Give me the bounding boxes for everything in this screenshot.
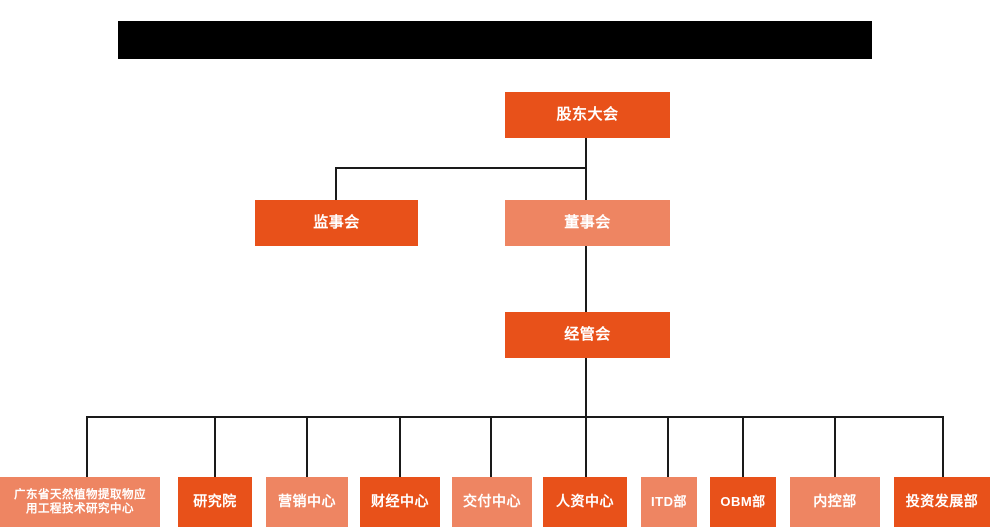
node-dept-institute[interactable]: 研究院 <box>178 477 252 527</box>
node-label: 内控部 <box>813 493 857 510</box>
node-label: 人资中心 <box>556 493 614 510</box>
connector-drop-dept-5 <box>490 416 492 477</box>
node-label: 投资发展部 <box>905 493 979 510</box>
node-label: 经管会 <box>564 325 611 343</box>
connector-shareholders-stem <box>585 138 587 246</box>
node-shareholders-meeting[interactable]: 股东大会 <box>505 92 670 138</box>
connector-drop-dept-10 <box>942 416 944 477</box>
node-label: ITD部 <box>651 493 687 509</box>
connector-departments-bus <box>86 416 944 418</box>
node-management-committee[interactable]: 经管会 <box>505 312 670 358</box>
node-label: 广东省天然植物提取物应 用工程技术研究中心 <box>14 488 146 515</box>
connector-drop-dept-3 <box>306 416 308 477</box>
node-dept-delivery-center[interactable]: 交付中心 <box>452 477 532 527</box>
node-dept-obm[interactable]: OBM部 <box>710 477 776 527</box>
node-dept-internal-control[interactable]: 内控部 <box>790 477 880 527</box>
node-dept-marketing-center[interactable]: 营销中心 <box>266 477 348 527</box>
node-dept-finance-center[interactable]: 财经中心 <box>360 477 440 527</box>
node-dept-itd[interactable]: ITD部 <box>641 477 697 527</box>
node-board-of-supervisors[interactable]: 监事会 <box>255 200 418 246</box>
redacted-title-bar <box>118 21 872 59</box>
connector-drop-dept-9 <box>834 416 836 477</box>
node-dept-research-center[interactable]: 广东省天然植物提取物应 用工程技术研究中心 <box>0 477 160 527</box>
node-label: 监事会 <box>313 213 360 231</box>
connector-directors-to-management <box>585 245 587 312</box>
connector-drop-dept-7 <box>667 416 669 477</box>
node-label: 股东大会 <box>556 105 619 123</box>
node-label: 研究院 <box>193 493 237 510</box>
connector-drop-dept-2 <box>214 416 216 477</box>
node-label: 营销中心 <box>278 493 336 510</box>
node-dept-hr-center[interactable]: 人资中心 <box>543 477 627 527</box>
connector-drop-dept-8 <box>742 416 744 477</box>
node-dept-investment-development[interactable]: 投资发展部 <box>894 477 990 527</box>
connector-drop-dept-1 <box>86 416 88 477</box>
node-label: OBM部 <box>720 493 766 509</box>
connector-level1-bus <box>335 167 587 169</box>
connector-drop-dept-4 <box>399 416 401 477</box>
node-board-of-directors[interactable]: 董事会 <box>505 200 670 246</box>
node-label: 交付中心 <box>463 493 521 510</box>
node-label: 财经中心 <box>371 493 429 510</box>
node-label: 董事会 <box>564 213 611 231</box>
connector-supervisors-drop <box>335 167 337 200</box>
